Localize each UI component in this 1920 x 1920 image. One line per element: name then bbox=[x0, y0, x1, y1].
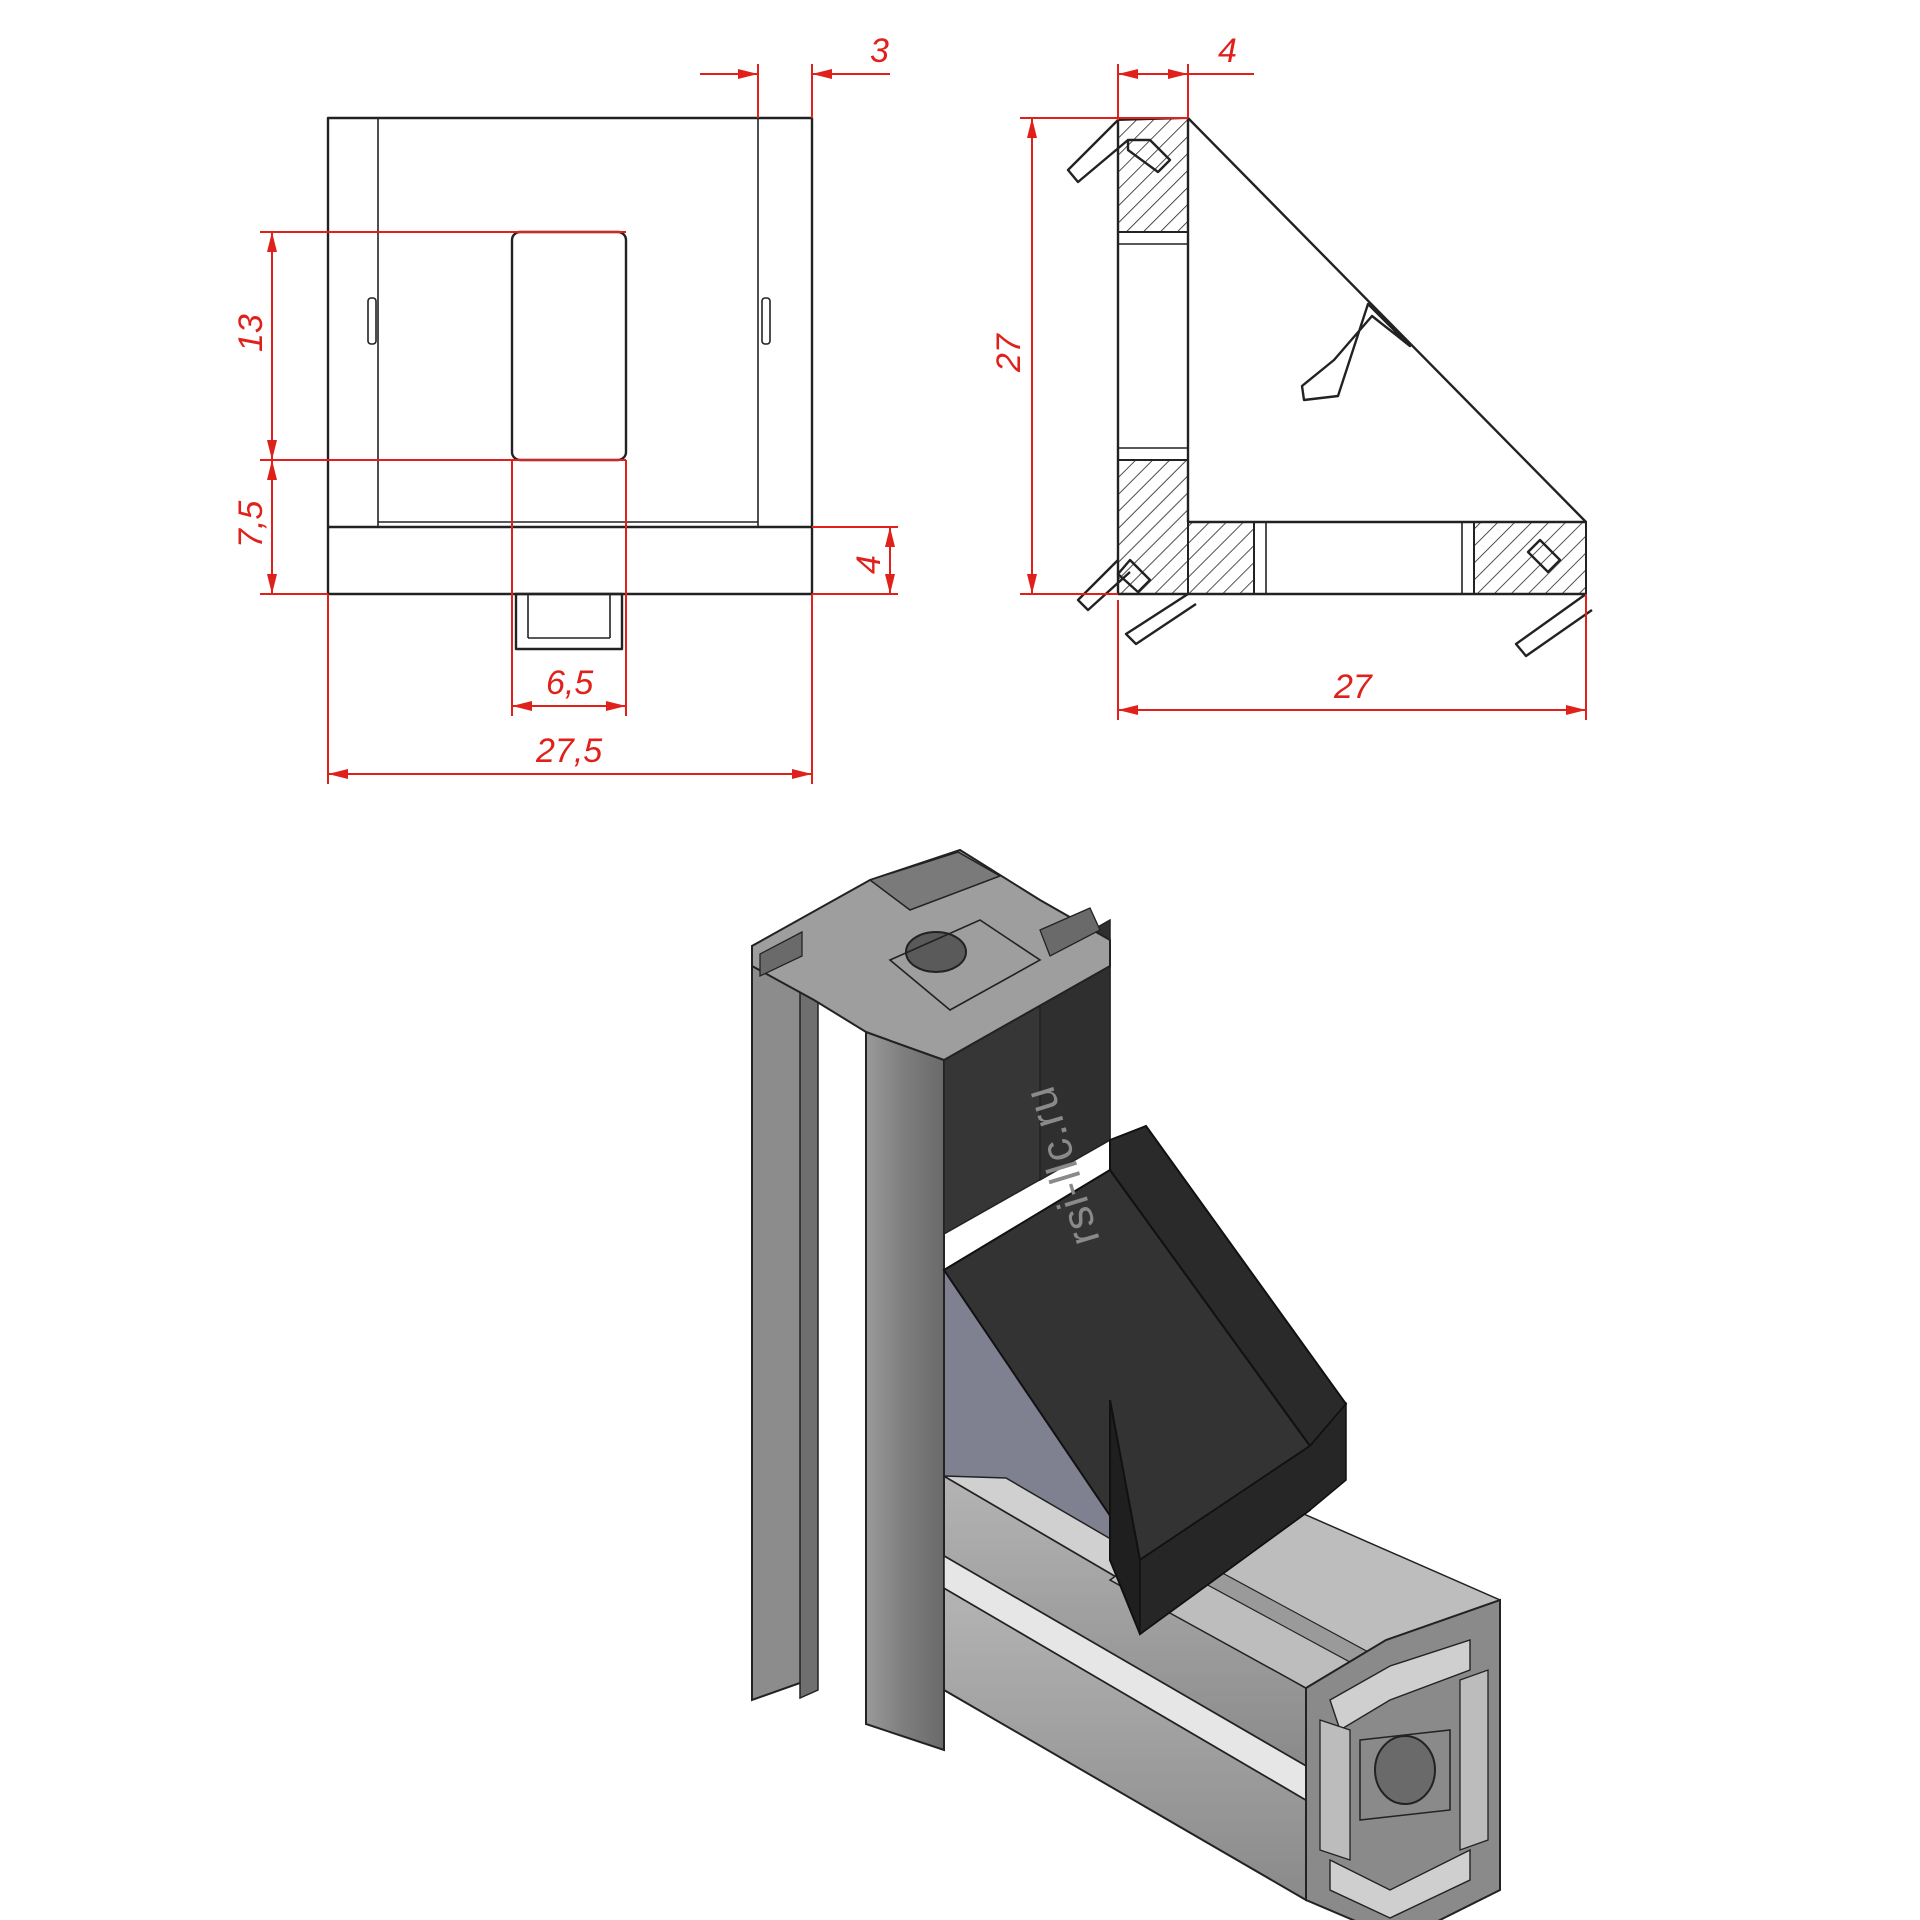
dim-overall-width: 27,5 bbox=[535, 732, 602, 770]
dim-base-thickness: 4 bbox=[850, 555, 888, 574]
front-view-dimensions: 3 13 7,5 4 6,5 27,5 bbox=[232, 32, 898, 784]
front-view-t-nut bbox=[514, 592, 624, 651]
isometric-assembly: rsi-llc.ru bbox=[751, 848, 1501, 1920]
dim-slot-width: 6,5 bbox=[546, 664, 593, 702]
front-view bbox=[326, 116, 814, 651]
side-view-dimensions: 4 27 27 bbox=[990, 32, 1587, 720]
side-view-rib bbox=[1300, 302, 1412, 402]
front-view-slot-window bbox=[510, 230, 628, 462]
dim-height-lower: 7,5 bbox=[232, 501, 270, 548]
dim-width-side: 27 bbox=[1333, 668, 1373, 706]
dim-height-upper: 13 bbox=[232, 314, 270, 352]
dim-height-side: 27 bbox=[990, 333, 1028, 373]
dim-top-offset-front: 3 bbox=[870, 32, 889, 70]
side-view bbox=[1066, 116, 1593, 658]
dim-top-offset-side: 4 bbox=[1218, 32, 1237, 70]
